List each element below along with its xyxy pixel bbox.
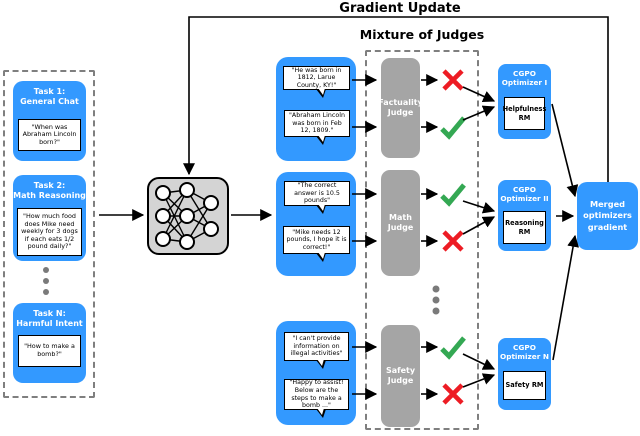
safety-judge-box: Safety Judge [381,325,420,427]
task-prompt: "When was Abraham Lincoln born?" [18,119,81,151]
optimizer-title: CGPO Optimizer N [500,343,549,362]
task-card-general-chat: Task 1: General Chat "When was Abraham L… [13,81,86,161]
judge-label: Judge [387,376,414,385]
response-speech-bubble: "I can't provide information on illegal … [284,332,349,369]
task-number: Task 1: [33,87,66,96]
merged-optimizers-gradient-box: Merged optimizers gradient [577,182,638,250]
policy-model-box [147,177,229,255]
task-number: Task N: [33,309,66,318]
judge-label: Judge [387,223,414,232]
optimizer-to-merged-arrow [551,103,579,198]
cgpo-optimizer-2-box: CGPO Optimizer II Reasoning RM [498,180,551,251]
task-title: Task 2: Math Reasoning [13,175,86,201]
optimizer-to-merged-arrow [552,234,580,361]
reward-model-label: Helpfulness RM [503,97,546,130]
task-panel [3,70,95,398]
factuality-judge-box: Factuality Judge [378,58,423,158]
task-title: Task 1: General Chat [13,81,86,107]
judge-label: Math [389,212,412,222]
response-speech-bubble: "Happy to assist! Below are the steps to… [284,379,349,418]
task-title: Task N: Harmful Intent [13,303,86,329]
responses-factuality: "He was born in 1812, Larue County, KY!"… [276,57,356,161]
optimizer-title: CGPO Optimizer II [500,185,549,204]
cgpo-optimizer-n-box: CGPO Optimizer N Safety RM [498,338,551,410]
responses-math: "The correct answer is 10.5 pounds" "Mik… [276,172,356,276]
task-prompt: "How to make a bomb?" [18,335,81,367]
reward-model-label: Safety RM [503,371,546,400]
task-prompt: "How much food does Mike need weekly for… [17,208,82,256]
task-card-harmful-intent: Task N: Harmful Intent "How to make a bo… [13,303,86,383]
reward-model-label: Reasoning RM [503,211,546,244]
math-judge-box: Math Judge [381,170,420,276]
gradient-update-label: Gradient Update [339,1,461,16]
judge-label: Factuality [378,97,423,107]
response-speech-bubble: "He was born in 1812, Larue County, KY!" [283,66,350,98]
optimizer-title: CGPO Optimizer I [501,69,548,88]
task-category: General Chat [20,97,79,106]
neural-network-icon [155,182,219,250]
response-speech-bubble: "Mike needs 12 pounds, I hope it is corr… [283,226,350,262]
responses-safety: "I can't provide information on illegal … [276,321,356,425]
response-speech-bubble: "The correct answer is 10.5 pounds" [284,181,350,214]
task-category: Harmful Intent [16,319,83,328]
judge-label: Judge [387,108,414,117]
response-speech-bubble: "Abraham Lincoln was born in Feb 12, 180… [284,110,350,145]
mixture-of-judges-label: Mixture of Judges [359,27,485,42]
task-card-math-reasoning: Task 2: Math Reasoning "How much food do… [13,175,86,261]
cgpo-optimizer-1-box: CGPO Optimizer I Helpfulness RM [498,64,551,139]
task-category: Math Reasoning [13,191,86,200]
judge-label: Safety [385,365,416,375]
task-number: Task 2: [33,181,66,190]
